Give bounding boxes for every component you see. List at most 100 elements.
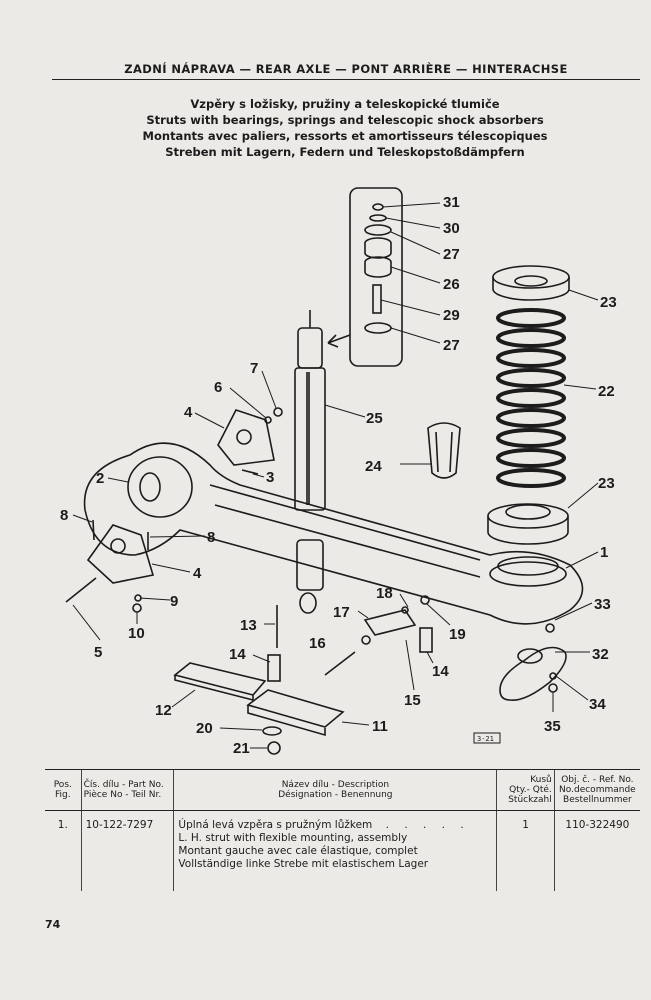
part-1-strut-arm [83,442,584,625]
callout-20: 20 [196,720,213,737]
callout-8a: 8 [60,507,68,524]
page-number: 74 [45,918,61,931]
cell-ref-no: 110-322490 [553,810,640,891]
part-7-nut [273,407,283,417]
cell-pos: 1. [57,819,68,831]
part-11-plate [246,689,345,737]
callout-33: 33 [594,596,611,613]
callout-2: 2 [96,470,104,487]
detail-arrow [327,334,351,348]
callout-27a: 27 [443,246,460,263]
part-17-washer [361,635,371,645]
callout-29: 29 [443,307,460,324]
callout-14b: 14 [432,663,449,680]
callout-31: 31 [443,194,460,211]
cell-qty: 1 [496,810,555,891]
page-title: ZADNÍ NÁPRAVA — REAR AXLE — PONT ARRIÈRE… [52,62,640,80]
part-3-bolt [241,469,259,475]
callout-6: 6 [214,379,222,396]
col-part-header: Čís. dílu - Part No. Pièce No - Teil Nr. [80,769,174,811]
part-6-washer [264,416,272,424]
callout-3: 3 [266,469,274,486]
part-29-sleeve [372,284,382,314]
callout-32: 32 [592,646,609,663]
callout-25: 25 [366,410,383,427]
col-desc-header: Název dílu - Description Désignation - B… [173,769,497,811]
callout-23b: 23 [598,475,615,492]
callout-19: 19 [449,626,466,643]
callout-34: 34 [589,696,606,713]
part-8-bolt-left [92,519,95,541]
callout-12: 12 [155,702,172,719]
part-2-bush-housing [127,456,193,518]
part-23-spring-seat-bottom [487,503,569,529]
part-4-bracket-upper [217,409,275,466]
callout-23a: 23 [600,294,617,311]
subtitle-fr: Montants avec paliers, ressorts et amort… [142,129,548,143]
parts-table: Pos. Fig. Čís. dílu - Part No. Pièce No … [45,769,640,891]
callout-11: 11 [372,718,388,735]
part-18-washer [401,606,409,614]
cell-description: Úplná levá vzpěra s pružným lůžkem . . .… [173,810,497,891]
part-25-shock-absorber [294,367,326,511]
callout-1: 1 [600,544,608,561]
detail-frame [349,187,403,367]
part-30-washer [369,214,387,222]
leader-dots: . . . . . [385,819,470,831]
part-31-nut [372,203,384,211]
callout-30: 30 [443,220,460,237]
part-5-bolt [65,577,97,603]
exploded-parts-diagram: 31 30 27 26 29 27 23 22 23 1 33 32 34 35… [60,187,617,757]
part-15-clamp [363,609,417,636]
callout-4b: 4 [193,565,202,582]
part-20-washer [262,726,282,736]
callout-35: 35 [544,718,561,735]
callout-4a: 4 [184,404,193,421]
col-pos-header: Pos. Fig. [45,769,82,811]
callout-17: 17 [333,604,350,621]
callout-24: 24 [365,458,382,475]
part-27-rubber [364,237,392,259]
callout-26: 26 [443,276,460,293]
part-32-mount-plate [499,646,567,701]
part-22-coil-spring [496,308,566,488]
part-33-screw [545,623,555,633]
part-24-bump-stop [427,422,461,479]
drawing-stamp: 3-21 [477,735,494,743]
part-16-bolt [324,651,356,676]
subtitle-cz: Vzpěry s ložisky, pružiny a teleskopické… [190,97,500,111]
col-ref-header: Obj. č. - Ref. No. No.decommande Bestell… [553,769,640,811]
part-19-nut [420,595,430,605]
part-14-bushing-right [419,627,433,653]
callout-10: 10 [128,625,145,642]
subtitle-de: Streben mit Lagern, Federn und Teleskops… [165,145,525,159]
section-subtitles: Vzpěry s ložisky, pružiny a teleskopické… [40,96,650,160]
cell-part-no: 10-122-7297 [80,810,174,891]
callout-18: 18 [376,585,393,602]
part-10-nut [132,603,142,613]
callout-5: 5 [94,644,102,661]
callout-15: 15 [404,692,421,709]
callout-7: 7 [250,360,258,377]
part-4-bracket-lower [86,524,155,584]
part-26-rubber [364,256,392,278]
col-qty-header: Kusů Qty.- Qté. Stückzahl [496,769,555,811]
part-14-bushing-left [267,654,281,682]
callout-13: 13 [240,617,257,634]
strut-spring-cup [489,561,567,587]
callout-16: 16 [309,635,326,652]
callout-21: 21 [233,740,250,757]
part-23-spring-seat-top [492,265,570,289]
callout-27b: 27 [443,337,460,354]
part-35-nut [548,683,558,693]
table-row: 1. 10-122-7297 Úplná levá vzpěra s pružn… [45,810,640,891]
part-27-washer [364,322,392,334]
part-12-plate [173,662,267,702]
callout-14a: 14 [229,646,246,663]
part-21-nut [267,741,281,755]
callout-9: 9 [170,593,178,610]
callout-22: 22 [598,383,615,400]
shock-lower-mount [296,539,324,591]
part-27-bush-top [364,224,392,236]
table-header-row: Pos. Fig. Čís. dílu - Part No. Pièce No … [45,769,640,811]
